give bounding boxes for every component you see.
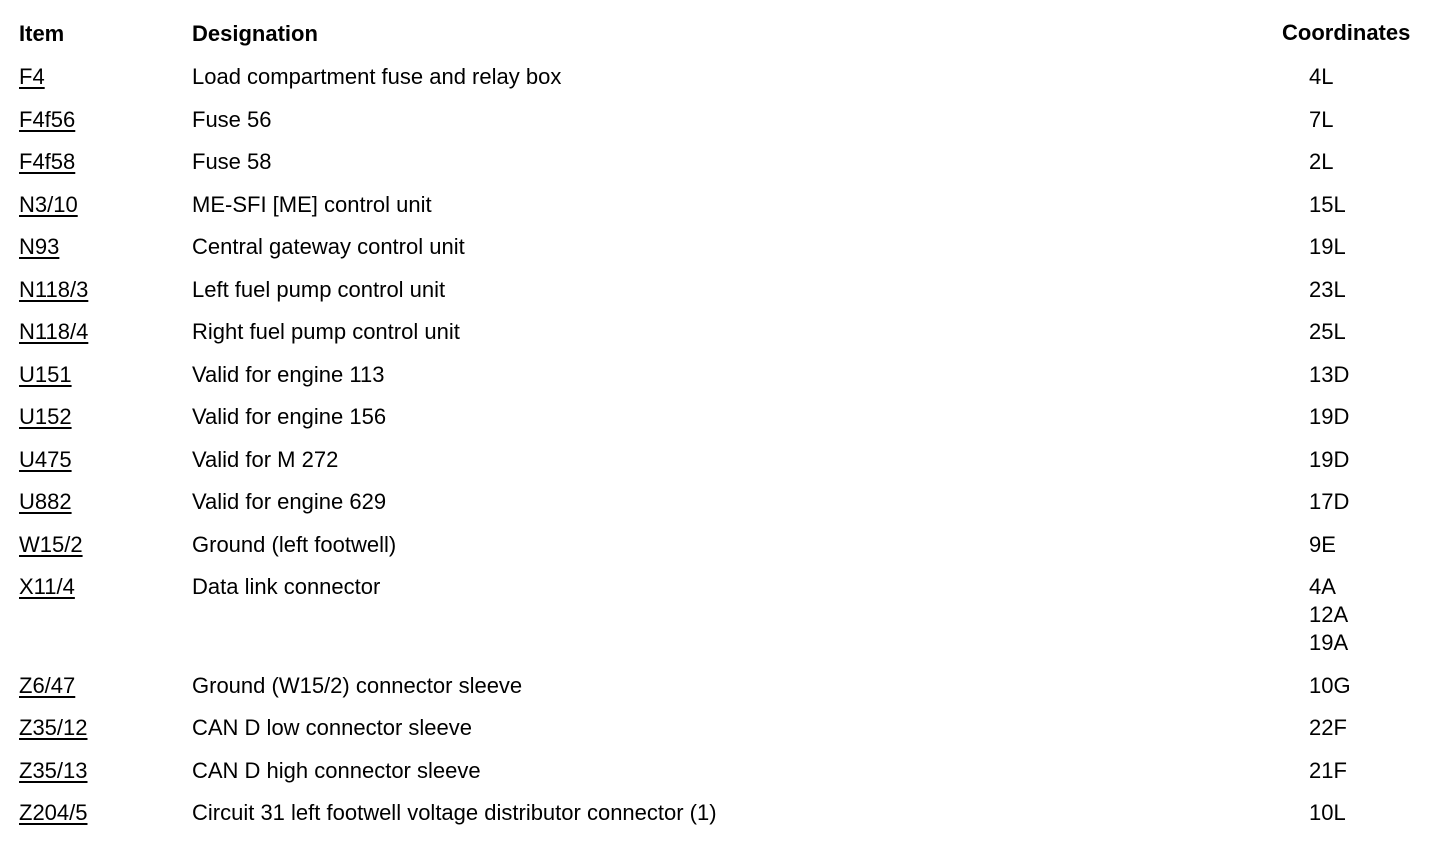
item-link[interactable]: N93	[19, 234, 60, 259]
item-link[interactable]: F4	[19, 64, 45, 89]
designation-text: Right fuel pump control unit	[192, 319, 460, 344]
coordinate-value: 21F	[1309, 758, 1347, 783]
coordinates-cell: 7L	[1309, 106, 1333, 134]
designation-text: Ground (left footwell)	[192, 532, 397, 557]
designation-text: Central gateway control unit	[192, 234, 465, 259]
coordinates-cell: 4A 12A 19A	[1309, 573, 1348, 657]
table-row: Z35/12 CAN D low connector sleeve 22F	[0, 714, 1440, 754]
header-coordinates: Coordinates	[1282, 20, 1411, 45]
table-row: N118/3 Left fuel pump control unit 23L	[0, 276, 1440, 316]
designation-text: CAN D high connector sleeve	[192, 758, 481, 783]
coordinates-cell: 23L	[1309, 276, 1346, 304]
table-row: Z204/5 Circuit 31 left footwell voltage d…	[0, 799, 1440, 839]
coordinates-cell: 15L	[1309, 191, 1346, 219]
coordinates-cell: 4L	[1309, 63, 1333, 91]
item-link[interactable]: Z6/47	[19, 673, 76, 698]
coordinate-value: 10L	[1309, 800, 1346, 825]
coordinates-cell: 10G	[1309, 672, 1351, 700]
designation-text: Fuse 56	[192, 107, 272, 132]
item-link[interactable]: X11/4	[19, 574, 75, 599]
designation-text: Fuse 58	[192, 149, 272, 174]
item-link[interactable]: U151	[19, 362, 72, 387]
item-link[interactable]: Z35/12	[19, 715, 88, 740]
header-item: Item	[19, 21, 65, 46]
designation-text: Valid for M 272	[192, 447, 339, 472]
coordinates-cell: 2L	[1309, 148, 1333, 176]
table-row: X11/4 Data link connector 4A 12A 19A	[0, 573, 1440, 655]
coordinate-value: 22F	[1309, 715, 1347, 740]
table-row: W15/2 Ground (left footwell) 9E	[0, 531, 1440, 571]
coordinates-cell: 10L	[1309, 799, 1346, 827]
coordinates-cell: 9E	[1309, 531, 1336, 559]
header-designation: Designation	[192, 21, 318, 46]
designation-text: CAN D low connector sleeve	[192, 715, 473, 740]
coordinate-value: 19L	[1309, 234, 1346, 259]
table-row: N93 Central gateway control unit 19L	[0, 233, 1440, 273]
table-row: F4 Load compartment fuse and relay box 4L	[0, 63, 1440, 103]
table-row: Z35/13 CAN D high connector sleeve 21F	[0, 757, 1440, 797]
designation-text: Valid for engine 113	[192, 362, 385, 387]
item-link[interactable]: N3/10	[19, 192, 78, 217]
coordinate-value: 19D	[1309, 447, 1350, 472]
table-row: Z6/47 Ground (W15/2) connector sleeve 10G	[0, 672, 1440, 712]
coordinate-value: 19D	[1309, 404, 1350, 429]
coordinate-value: 17D	[1309, 489, 1350, 514]
item-link[interactable]: N118/4	[19, 319, 89, 344]
coordinates-cell: 25L	[1309, 318, 1346, 346]
table-row: U475 Valid for M 272 19D	[0, 446, 1440, 486]
coordinates-cell: 19L	[1309, 233, 1346, 261]
table-row: F4f58 Fuse 58 2L	[0, 148, 1440, 188]
coordinates-cell: 19D	[1309, 446, 1349, 474]
coordinate-value: 2L	[1309, 149, 1334, 174]
designation-text: Data link connector	[192, 574, 381, 599]
coordinate-value: 9E	[1309, 532, 1336, 557]
table-row: U151 Valid for engine 113 13D	[0, 361, 1440, 401]
item-link[interactable]: U152	[19, 404, 72, 429]
coordinate-value: 4L	[1309, 64, 1334, 89]
item-link[interactable]: F4f56	[19, 107, 76, 132]
coordinates-cell: 22F	[1309, 714, 1347, 742]
designation-text: ME-SFI [ME] control unit	[192, 192, 432, 217]
coordinate-value: 7L	[1309, 107, 1334, 132]
coordinate-value: 25L	[1309, 319, 1346, 344]
coordinate-value: 4A	[1309, 574, 1336, 599]
table-row: F4f56 Fuse 56 7L	[0, 106, 1440, 146]
table-row: U882 Valid for engine 629 17D	[0, 488, 1440, 528]
item-link[interactable]: U882	[19, 489, 72, 514]
designation-text: Valid for engine 629	[192, 489, 387, 514]
designation-text: Left fuel pump control unit	[192, 277, 446, 302]
designation-text: Circuit 31 left footwell voltage distrib…	[192, 800, 717, 825]
coordinate-value: 19A	[1309, 630, 1349, 655]
item-link[interactable]: Z204/5	[19, 800, 88, 825]
coordinates-cell: 13D	[1309, 361, 1349, 389]
coordinate-value: 10G	[1309, 673, 1351, 698]
designation-text: Load compartment fuse and relay box	[192, 64, 562, 89]
designation-text: Ground (W15/2) connector sleeve	[192, 673, 523, 698]
coordinate-value: 12A	[1309, 602, 1349, 627]
item-link[interactable]: F4f58	[19, 149, 76, 174]
table-row: N118/4 Right fuel pump control unit 25L	[0, 318, 1440, 358]
item-link[interactable]: Z35/13	[19, 758, 88, 783]
item-link[interactable]: W15/2	[19, 532, 83, 557]
coordinate-value: 23L	[1309, 277, 1346, 302]
item-link[interactable]: N118/3	[19, 277, 89, 302]
item-link[interactable]: U475	[19, 447, 72, 472]
table-row: U152 Valid for engine 156 19D	[0, 403, 1440, 443]
coordinate-value: 15L	[1309, 192, 1346, 217]
table-row: N3/10 ME-SFI [ME] control unit 15L	[0, 191, 1440, 231]
coordinates-cell: 21F	[1309, 757, 1347, 785]
coordinate-value: 13D	[1309, 362, 1350, 387]
coordinates-cell: 19D	[1309, 403, 1349, 431]
designation-text: Valid for engine 156	[192, 404, 387, 429]
coordinates-cell: 17D	[1309, 488, 1349, 516]
